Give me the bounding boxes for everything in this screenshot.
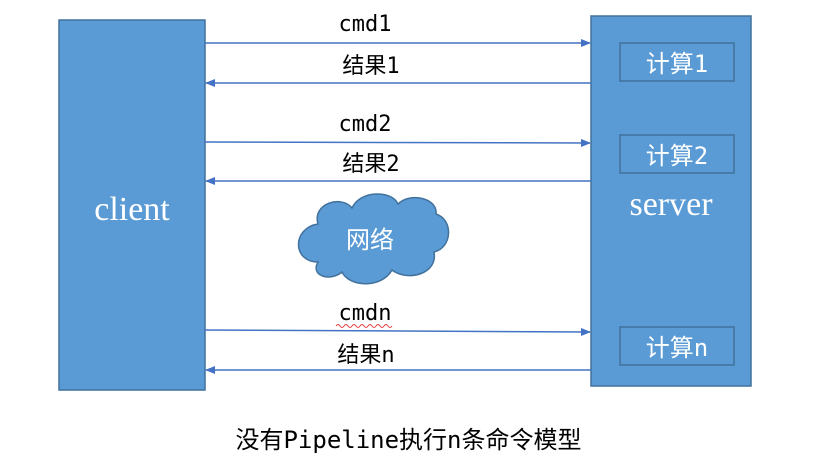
compute-box-2 <box>619 134 735 174</box>
response-label-2: 结果2 <box>342 152 399 177</box>
diagram-caption: 没有Pipeline执行n条命令模型 <box>235 426 582 454</box>
pipeline-diagram: client server 计算1 计算2 计算n cmd1 结果1 cmd2 … <box>58 12 752 391</box>
network-cloud <box>297 193 450 285</box>
compute-label-1: 计算1 <box>646 50 708 78</box>
compute-box-n <box>619 326 735 366</box>
compute-label-n: 计算n <box>646 334 708 362</box>
client-box <box>58 19 206 391</box>
compute-label-2: 计算2 <box>646 142 708 170</box>
request-arrow-2 <box>204 138 591 147</box>
response-label-n: 结果n <box>337 343 394 368</box>
request-label-n: cmdn <box>339 301 392 326</box>
spellcheck-underline <box>335 324 393 328</box>
client-label: client <box>94 191 170 228</box>
network-label: 网络 <box>346 226 394 254</box>
compute-box-1 <box>619 42 735 82</box>
response-label-1: 结果1 <box>342 54 399 79</box>
request-arrow-n <box>204 327 591 336</box>
request-label-1: cmd1 <box>339 12 392 37</box>
request-label-2: cmd2 <box>339 112 392 137</box>
server-label: server <box>629 186 713 223</box>
